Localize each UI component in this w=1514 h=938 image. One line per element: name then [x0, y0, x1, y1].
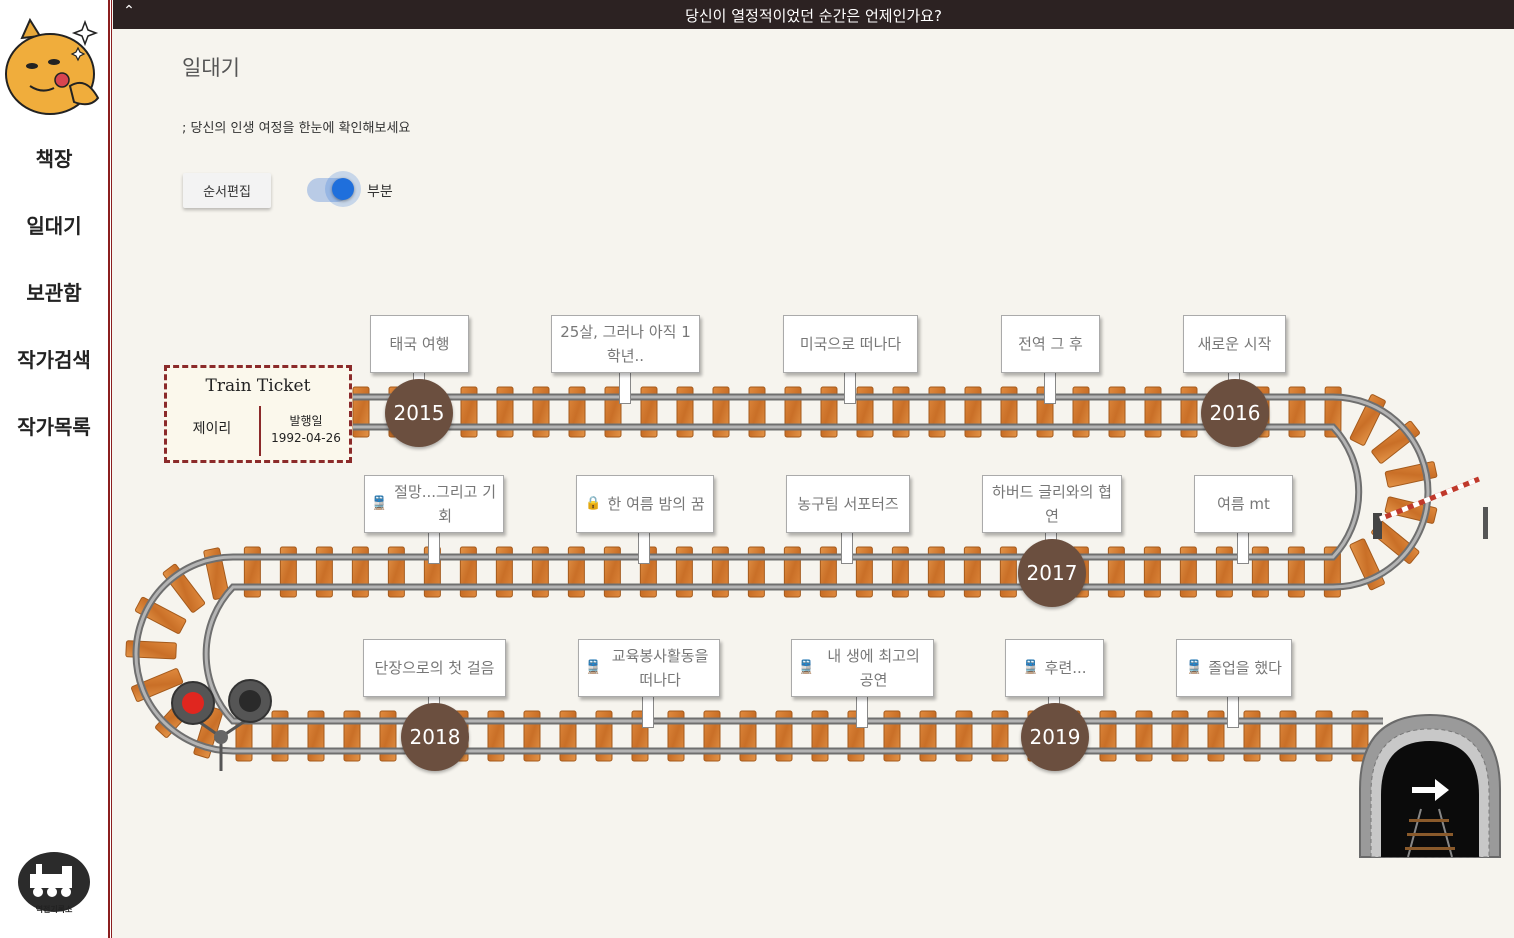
sign-post	[1227, 696, 1239, 728]
timeline-sign[interactable]: 농구팀 서포터즈	[786, 475, 910, 533]
sign-label: 한 여름 밤의 꿈	[607, 495, 705, 513]
ticket-title: Train Ticket	[205, 376, 311, 396]
sidebar-item-author-list[interactable]: 작가목록	[17, 415, 91, 439]
toggle-knob[interactable]	[332, 178, 354, 200]
sidebar-divider	[108, 0, 112, 938]
train-icon: 🚆	[1186, 660, 1203, 675]
sign-label: 절망...그리고 기회	[394, 483, 497, 525]
year-badge-2019: 2019	[1021, 703, 1089, 771]
train-ticket[interactable]: Train Ticket 제이리 발행일 1992-04-26	[164, 365, 352, 463]
year-badge-2018: 2018	[401, 703, 469, 771]
sign-post	[856, 696, 868, 728]
sign-label: 하버드 글리와의 협연	[992, 483, 1112, 525]
sign-post	[619, 372, 631, 404]
sidebar-item-storage[interactable]: 보관함	[26, 281, 82, 305]
sign-label: 여름 mt	[1217, 495, 1270, 513]
timeline-sign[interactable]: 태국 여행	[370, 315, 469, 373]
reorder-button[interactable]: 순서편집	[183, 173, 271, 208]
brand-logo-icon[interactable]	[16, 848, 92, 920]
year-badge-2017: 2017	[1018, 539, 1086, 607]
timeline-sign[interactable]: 🚆 절망...그리고 기회	[364, 475, 504, 533]
sign-label: 농구팀 서포터즈	[797, 495, 899, 513]
chevron-up-icon[interactable]: ⌃	[123, 3, 135, 19]
timeline-sign[interactable]: 전역 그 후	[1001, 315, 1100, 373]
sign-label: 단장으로의 첫 걸음	[374, 659, 495, 677]
timeline-sign[interactable]: 🚆 졸업을 했다	[1176, 639, 1292, 697]
train-icon: 🚆	[585, 660, 602, 675]
page-title: 일대기	[182, 56, 240, 80]
ticket-divider	[259, 406, 261, 456]
sign-post	[428, 532, 440, 564]
timeline-sign[interactable]: 25살, 그러나 아직 1학년..	[551, 315, 700, 373]
ticket-name: 제이리	[192, 421, 232, 437]
sign-post	[642, 696, 654, 728]
sign-label: 내 생에 최고의 공연	[827, 647, 920, 689]
timeline-sign[interactable]: 🚆 후련...	[1005, 639, 1104, 697]
train-icon: 🚆	[798, 660, 815, 675]
train-icon: 🚆	[371, 496, 388, 511]
sign-label: 25살, 그러나 아직 1학년..	[560, 323, 691, 365]
sign-post	[841, 532, 853, 564]
sign-label: 교육봉사활동을 떠나다	[611, 647, 709, 689]
partial-toggle[interactable]	[307, 171, 361, 207]
sidebar-item-timeline[interactable]: 일대기	[26, 214, 82, 238]
sidebar-item-author-search[interactable]: 작가검색	[17, 348, 91, 372]
top-bar: ⌃ 당신이 열정적이었던 순간은 언제인가요?	[113, 0, 1514, 29]
track-rail	[204, 395, 1430, 723]
sign-post	[844, 372, 856, 404]
sign-label: 전역 그 후	[1018, 335, 1083, 353]
lock-icon: 🔒	[585, 496, 602, 511]
railway-track	[125, 386, 1501, 858]
sign-post	[1044, 372, 1056, 404]
brand-name: 역전기록소	[35, 905, 73, 914]
sign-label: 졸업을 했다	[1208, 659, 1282, 677]
sign-post	[1237, 532, 1249, 564]
ticket-issue-date: 1992-04-26	[271, 431, 341, 445]
toggle-label: 부분	[367, 184, 393, 200]
year-badge-2015: 2015	[385, 379, 453, 447]
crossing-barrier-icon	[1373, 476, 1488, 539]
train-icon: 🚆	[1022, 660, 1039, 675]
sidebar-item-bookshelf[interactable]: 책장	[35, 147, 73, 171]
timeline-sign[interactable]: 🚆 교육봉사활동을 떠나다	[578, 639, 720, 697]
timeline-sign[interactable]: 단장으로의 첫 걸음	[363, 639, 506, 697]
sign-label: 태국 여행	[389, 335, 450, 353]
sign-label: 후련...	[1044, 659, 1087, 677]
sign-label: 새로운 시작	[1197, 335, 1272, 353]
sidebar: 책장 일대기 보관함 작가검색 작가목록 역전기록소	[0, 0, 108, 938]
timeline-sign[interactable]: 미국으로 떠나다	[783, 315, 918, 373]
track-rails	[132, 393, 1432, 755]
avatar[interactable]	[2, 16, 106, 118]
sign-label: 미국으로 떠나다	[799, 335, 902, 353]
timeline-sign[interactable]: 🚆 내 생에 최고의 공연	[791, 639, 934, 697]
ticket-issue-label: 발행일	[289, 414, 323, 428]
timeline-sign[interactable]: 새로운 시작	[1183, 315, 1286, 373]
timeline-sign[interactable]: 하버드 글리와의 협연	[982, 475, 1122, 533]
page-subtitle: ; 당신의 인생 여정을 한눈에 확인해보세요	[182, 121, 411, 136]
year-badge-2016: 2016	[1201, 379, 1269, 447]
timeline-sign[interactable]: 여름 mt	[1194, 475, 1293, 533]
sign-post	[638, 532, 650, 564]
header-title: 당신이 열정적이었던 순간은 언제인가요?	[685, 7, 942, 25]
track-rail	[134, 425, 1383, 753]
tunnel-icon[interactable]	[1359, 713, 1501, 858]
traffic-signal-icon	[171, 679, 272, 771]
timeline-sign[interactable]: 🔒 한 여름 밤의 꿈	[576, 475, 714, 533]
